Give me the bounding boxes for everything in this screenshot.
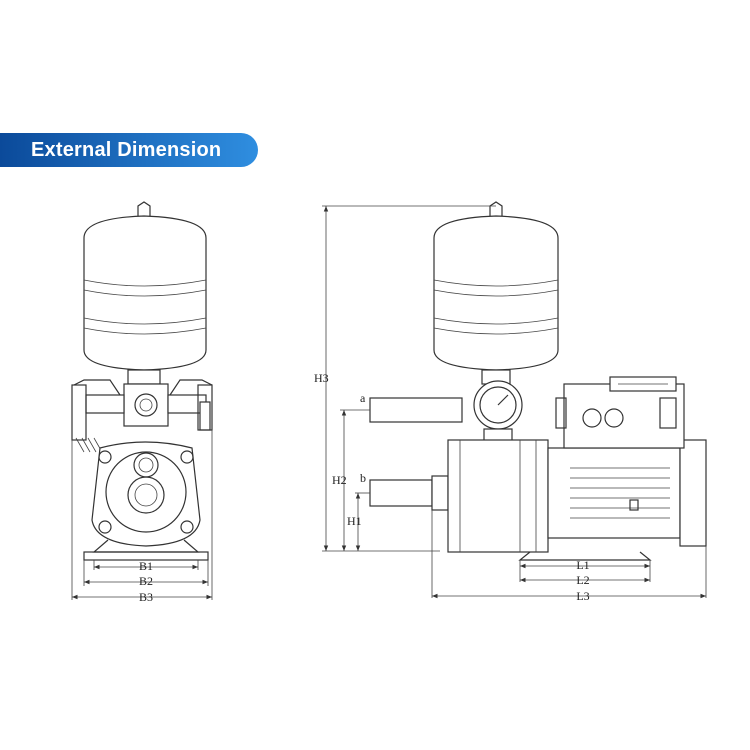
section-banner: External Dimension — [0, 133, 258, 167]
side-gauge-outlet — [369, 369, 523, 444]
side-view: H3 H2 H1 a b L1 L2 L3 — [314, 201, 707, 603]
label-b3: B3 — [139, 590, 153, 604]
label-l2: L2 — [576, 573, 589, 587]
label-port-a: a — [360, 391, 366, 405]
front-base — [83, 539, 209, 561]
section-title: External Dimension — [31, 138, 222, 161]
label-b1: B1 — [139, 559, 153, 573]
front-dimensions: B1 B2 B3 — [71, 430, 213, 604]
label-l1: L1 — [576, 558, 589, 572]
label-h2: H2 — [332, 473, 347, 487]
front-valve-block — [85, 369, 211, 431]
label-port-b: b — [360, 471, 366, 485]
side-base — [518, 551, 652, 561]
side-controller — [555, 376, 685, 449]
front-controller-housing — [71, 379, 213, 453]
front-pressure-tank — [83, 201, 207, 371]
side-pressure-tank — [433, 201, 559, 371]
label-l3: L3 — [576, 589, 589, 603]
label-b2: B2 — [139, 574, 153, 588]
front-pump-body — [91, 441, 201, 547]
side-dimensions: H3 H2 H1 a b L1 L2 L3 — [314, 205, 707, 603]
label-h1: H1 — [347, 514, 362, 528]
label-h3: H3 — [314, 371, 329, 385]
side-motor — [547, 439, 707, 547]
side-pump-body — [369, 439, 549, 553]
front-view: B1 B2 B3 — [71, 201, 213, 604]
